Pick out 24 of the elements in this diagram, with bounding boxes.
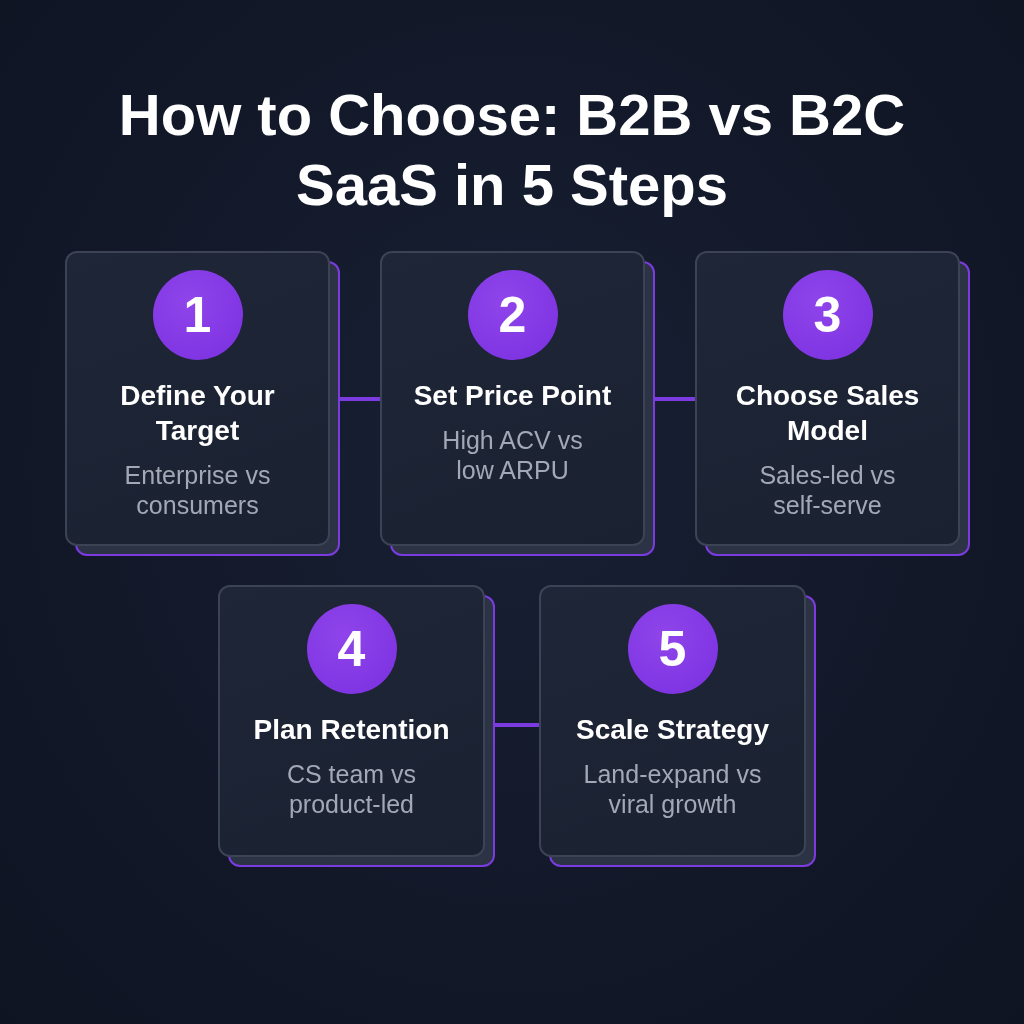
step-description: Sales-led vs self-serve	[758, 460, 897, 520]
step-description: Enterprise vs consumers	[123, 460, 272, 520]
step-card	[218, 585, 495, 867]
step-card	[539, 585, 816, 867]
step-description: Land-expand vs viral growth	[582, 759, 763, 819]
connector-line	[495, 723, 539, 727]
title: How to Choose: B2B vs B2C SaaS in 5 Steps	[117, 81, 907, 219]
step-description: CS team vs product-led	[285, 759, 418, 819]
step-title: Choose Sales Model	[734, 379, 921, 448]
step-number-circle: 3	[782, 270, 873, 360]
step-number-circle: 2	[467, 270, 558, 360]
step-card	[695, 251, 970, 556]
step-description: High ACV vs low ARPU	[441, 425, 584, 485]
step-card	[65, 251, 340, 556]
step-number-circle: 1	[152, 270, 243, 360]
step-title: Define Your Target	[119, 379, 276, 448]
connector-line	[655, 397, 695, 401]
step-card	[380, 251, 655, 556]
connector-line	[340, 397, 380, 401]
step-title: Plan Retention	[252, 713, 451, 747]
step-title: Scale Strategy	[575, 713, 770, 747]
step-title: Set Price Point	[412, 379, 613, 413]
step-number-circle: 4	[306, 604, 397, 694]
step-number-circle: 5	[627, 604, 718, 694]
